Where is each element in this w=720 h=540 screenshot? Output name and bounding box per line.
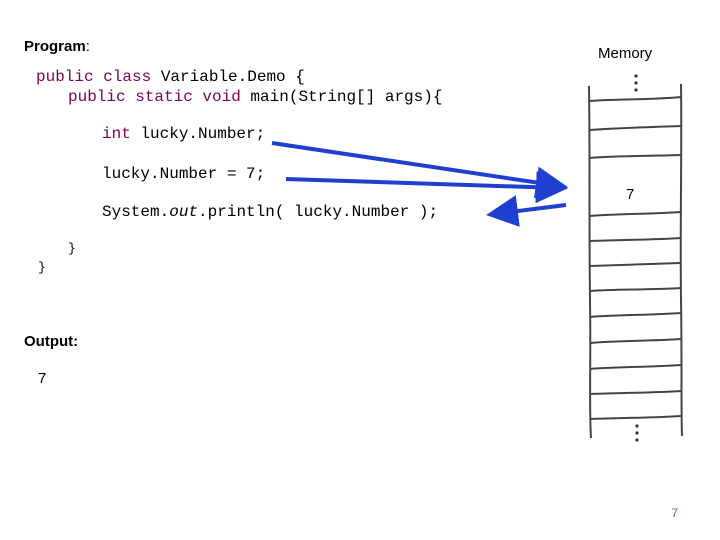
arrow-memory-to-println xyxy=(486,195,567,227)
declaration-rest: lucky.Number; xyxy=(130,125,266,143)
class-declaration-rest: Variable.Demo { xyxy=(151,68,305,86)
code-line-assignment: lucky.Number = 7; xyxy=(102,165,266,183)
program-label: Program: xyxy=(24,38,90,55)
memory-label: Memory xyxy=(598,45,653,62)
program-label-colon: : xyxy=(85,38,90,55)
println-rest: .println( lucky.Number ); xyxy=(198,203,439,221)
keyword-public-static-void: public static void xyxy=(68,88,241,106)
main-method-rest: main(String[] args){ xyxy=(240,88,443,106)
memory-column-right-edge xyxy=(679,83,683,437)
println-prefix: System. xyxy=(102,203,170,221)
memory-bottom-ellipsis xyxy=(635,424,639,442)
output-value: 7 xyxy=(38,370,47,387)
code-line-main-method: public static void main(String[] args){ xyxy=(68,88,442,106)
arrow-declaration-to-memory xyxy=(271,141,568,199)
println-out: out xyxy=(169,203,199,221)
program-label-text: Program xyxy=(24,38,86,55)
code-close-brace-inner: } xyxy=(68,241,76,256)
arrow-assignment-to-memory xyxy=(285,171,568,204)
code-line-println: System.out.println( lucky.Number ); xyxy=(102,203,438,221)
keyword-int: int xyxy=(102,125,131,143)
code-line-class-declaration: public class Variable.Demo { xyxy=(36,68,305,86)
keyword-public-class: public class xyxy=(36,68,152,86)
code-close-brace-outer: } xyxy=(38,260,46,275)
memory-cell-value: 7 xyxy=(626,186,635,203)
page-number: 7 xyxy=(671,506,678,520)
memory-top-ellipsis xyxy=(634,74,638,92)
output-label: Output: xyxy=(24,333,79,350)
memory-column-left-edge xyxy=(588,85,592,439)
code-line-declaration: int lucky.Number; xyxy=(102,125,265,143)
memory-cell-separators xyxy=(589,96,682,420)
